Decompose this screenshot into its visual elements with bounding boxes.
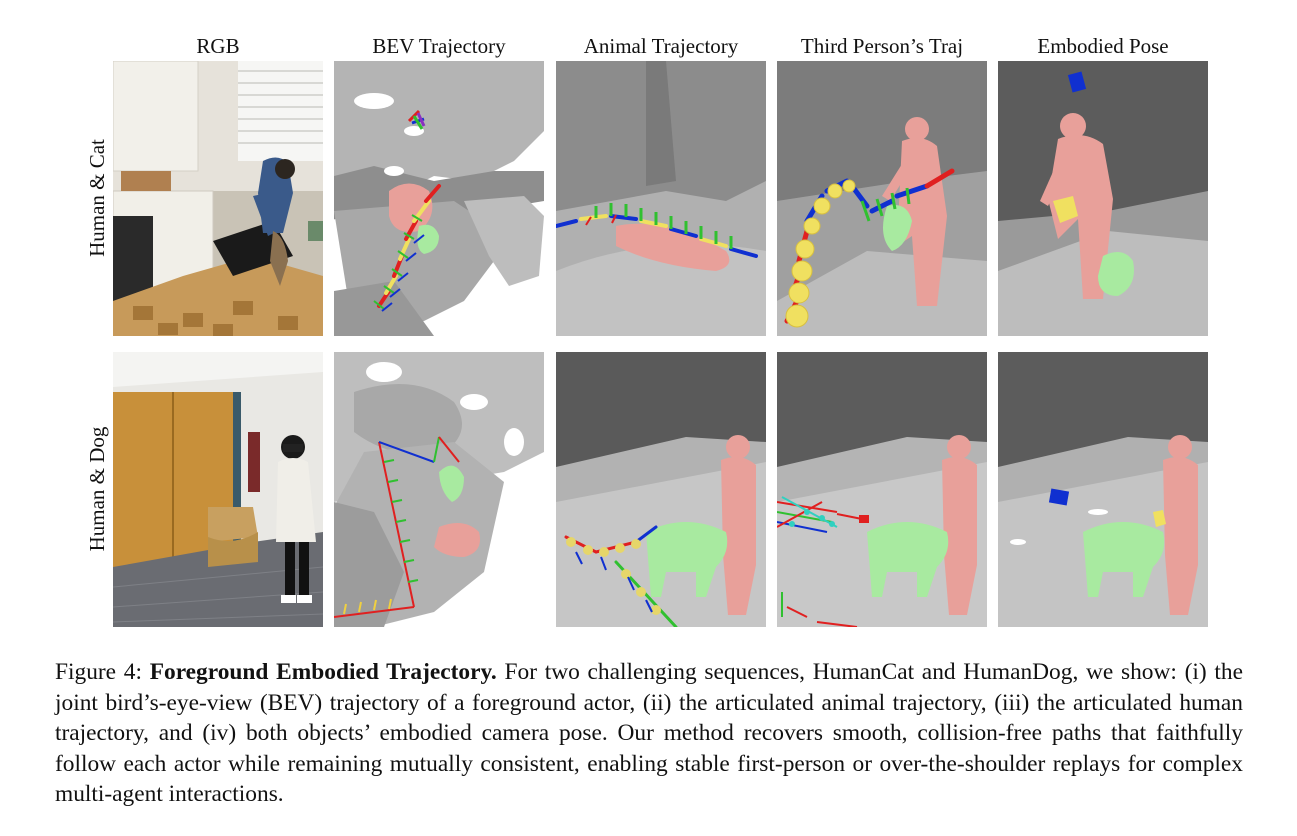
bev-trajectory-human-dog	[334, 352, 544, 627]
rgb-image-human-dog	[113, 352, 323, 627]
animal-trajectory-human-dog	[556, 352, 766, 627]
caption-label: Figure 4:	[55, 659, 142, 685]
column-header-embodied-pose: Embodied Pose	[1037, 34, 1169, 58]
embodied-pose-human-cat	[998, 61, 1208, 336]
caption-body: For two challenging sequences, HumanCat …	[55, 659, 1243, 807]
third-person-trajectory-human-cat	[777, 61, 987, 336]
column-header-third-person-traj: Third Person’s Traj	[800, 34, 964, 58]
row-label-human-cat: Human & Cat	[85, 139, 109, 257]
figure-caption: Figure 4: Foreground Embodied Trajectory…	[55, 657, 1243, 810]
rgb-image-human-cat	[113, 61, 323, 336]
column-header-animal-trajectory: Animal Trajectory	[583, 34, 739, 58]
embodied-pose-human-dog	[998, 352, 1208, 627]
row-label-human-dog: Human & Dog	[85, 426, 109, 552]
column-header-rgb: RGB	[196, 34, 240, 58]
animal-trajectory-human-cat	[556, 61, 766, 336]
caption-title: Foreground Embodied Trajectory.	[149, 659, 497, 685]
column-header-bev-trajectory: BEV Trajectory	[372, 34, 506, 58]
bev-trajectory-human-cat	[334, 61, 544, 336]
third-person-trajectory-human-dog	[777, 352, 987, 627]
